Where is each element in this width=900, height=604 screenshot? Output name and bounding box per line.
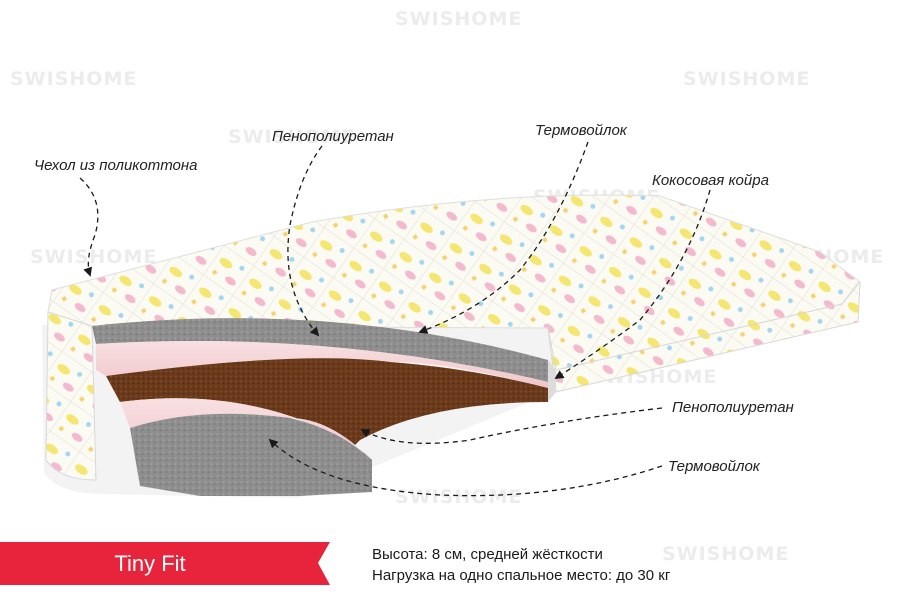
label-felt-top: Термовойлок bbox=[535, 122, 627, 139]
watermark: SWISHOME bbox=[395, 8, 523, 30]
arrow-felt-top bbox=[418, 141, 589, 334]
label-foam-top: Пенополиуретан bbox=[272, 128, 394, 145]
height-spec: Высота: 8 см, средней жёсткости bbox=[372, 546, 603, 563]
watermark: SWISHOME bbox=[30, 246, 158, 268]
product-banner bbox=[0, 542, 330, 585]
arrow-cover bbox=[79, 177, 99, 277]
label-felt-bottom: Термовойлок bbox=[668, 458, 760, 475]
watermark: SWISHOME bbox=[10, 68, 138, 90]
arrow-foam-bottom bbox=[360, 407, 663, 444]
felt-top-layer bbox=[92, 318, 548, 382]
label-cover: Чехол из поликоттона bbox=[34, 157, 198, 174]
product-name: Tiny Fit bbox=[114, 551, 186, 576]
arrow-felt-bottom bbox=[268, 438, 663, 497]
watermark: SWISHOME bbox=[662, 543, 790, 565]
felt-bottom-layer bbox=[130, 413, 372, 496]
label-foam-bottom: Пенополиуретан bbox=[672, 399, 794, 416]
arrow-foam-top bbox=[287, 145, 323, 337]
arrow-coir bbox=[554, 189, 711, 379]
foam-top-layer bbox=[96, 341, 548, 388]
coir-layer bbox=[106, 358, 548, 445]
load-spec: Нагрузка на одно спальное место: до 30 к… bbox=[372, 567, 671, 584]
watermark: SWISHOME bbox=[683, 68, 811, 90]
label-coir: Кокосовая койра bbox=[652, 172, 769, 189]
foam-bottom-layer bbox=[120, 398, 372, 460]
watermark: SWISHOME bbox=[395, 486, 523, 508]
watermark: SWISHOME bbox=[228, 126, 356, 148]
